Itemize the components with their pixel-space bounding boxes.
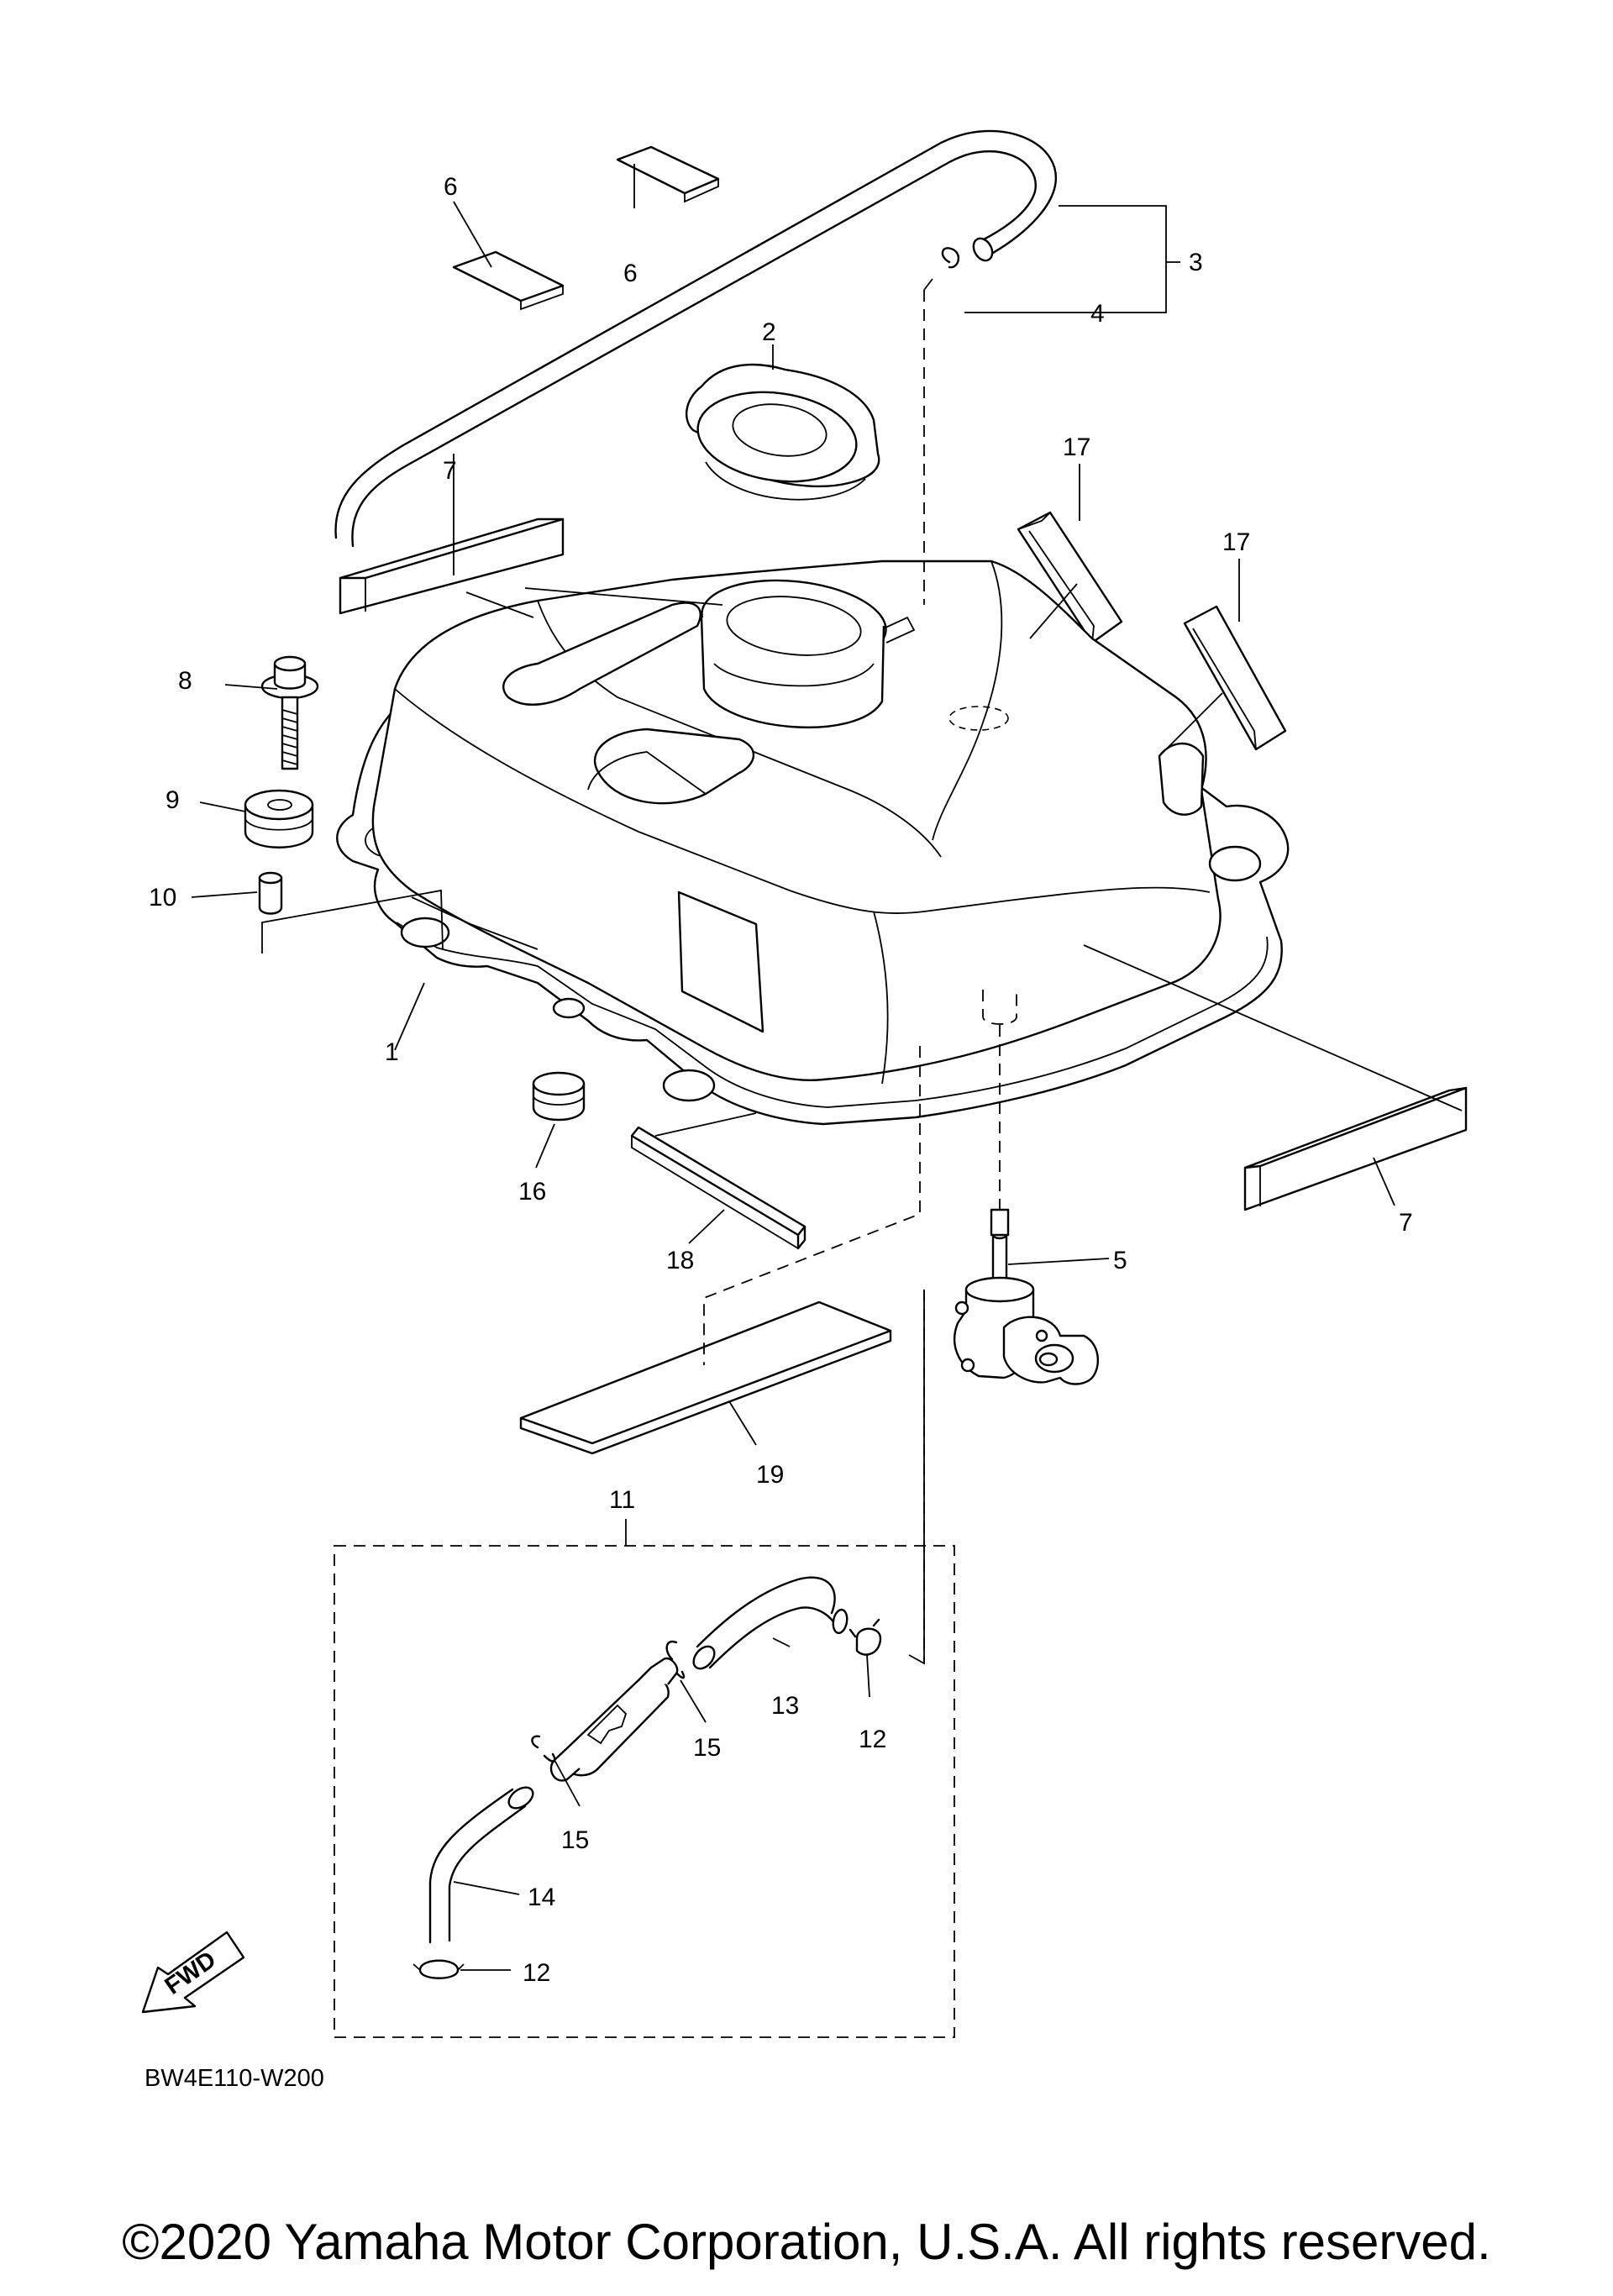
- callout-17b: 17: [1222, 528, 1250, 556]
- tank-grommet: [532, 1071, 586, 1122]
- callout-1: 1: [385, 1038, 399, 1066]
- callout-13: 13: [771, 1692, 799, 1720]
- protector-plate: [519, 1300, 892, 1455]
- mounting-bolt: [260, 655, 319, 770]
- callout-6b: 6: [623, 260, 638, 287]
- fuel-cock: [954, 1208, 1099, 1385]
- callout-3: 3: [1189, 249, 1203, 276]
- assy-outline: [334, 1545, 955, 2038]
- fwd-arrow-icon: FWD: [141, 1931, 245, 2014]
- callout-16: 16: [518, 1178, 546, 1206]
- fuel-filter-assy: [334, 1545, 955, 2038]
- callout-15b: 15: [561, 1826, 589, 1854]
- callout-12b: 12: [523, 1959, 550, 1987]
- damper-7-right: [1243, 1086, 1468, 1211]
- damper-pad-a: [616, 145, 720, 203]
- callout-numbers: 1 2 3 4 5 6 6 7 7 8 9 10 11 12 12 13 14 …: [149, 173, 1413, 1987]
- callout-12a: 12: [859, 1726, 886, 1753]
- fuel-tank: [336, 560, 1290, 1126]
- copyright-notice: ©2020 Yamaha Motor Corporation, U.S.A. A…: [122, 2214, 1491, 2270]
- damper-strip: [630, 1126, 806, 1250]
- callout-6a: 6: [444, 173, 458, 201]
- callout-8: 8: [178, 667, 192, 695]
- callout-19: 19: [756, 1461, 784, 1489]
- callout-18: 18: [666, 1247, 694, 1274]
- damper-7-top: [339, 518, 565, 615]
- callout-11: 11: [609, 1486, 635, 1514]
- callout-2: 2: [762, 318, 776, 346]
- callout-7b: 7: [1399, 1209, 1413, 1237]
- damper-pad-b: [452, 250, 565, 311]
- fuel-cap: [686, 363, 880, 501]
- collar: [258, 871, 283, 915]
- callout-7a: 7: [443, 457, 457, 485]
- callout-17a: 17: [1063, 433, 1090, 461]
- breather-hose: [334, 129, 1057, 548]
- callout-4: 4: [1090, 300, 1105, 328]
- callout-10: 10: [149, 884, 176, 912]
- callout-15a: 15: [693, 1734, 721, 1762]
- hose-clip: [941, 247, 959, 269]
- diagram-code: BW4E110-W200: [144, 2065, 324, 2092]
- damper-17-a: [1017, 511, 1123, 644]
- leader-lines: [191, 164, 1463, 1971]
- callout-14: 14: [528, 1884, 555, 1911]
- damper-17-b: [1183, 605, 1287, 751]
- callout-9: 9: [166, 786, 180, 814]
- callout-5: 5: [1113, 1247, 1127, 1274]
- grommet: [244, 789, 314, 849]
